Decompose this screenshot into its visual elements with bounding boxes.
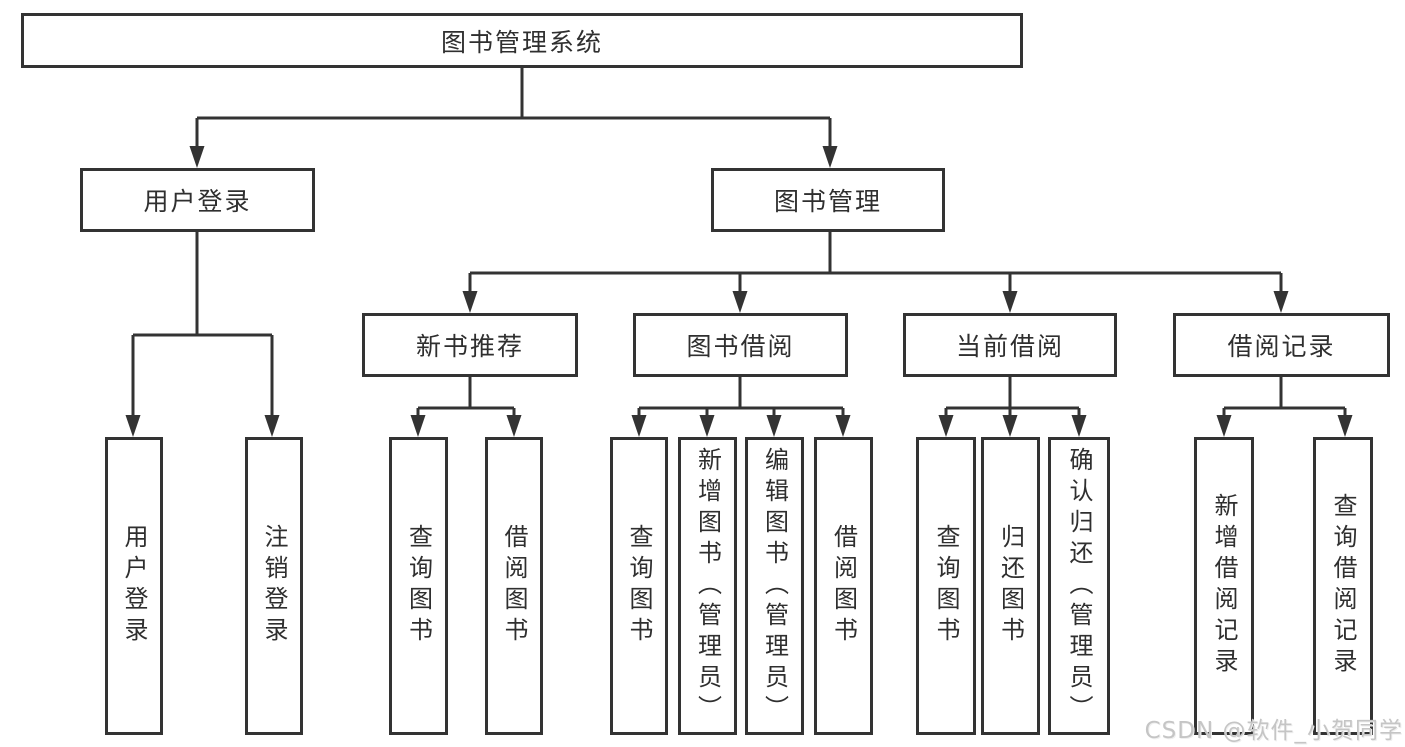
leaf-label: 用户登录 — [120, 524, 148, 648]
arrow-icon — [410, 415, 426, 437]
arrow-icon — [1002, 291, 1018, 313]
leaf-user-login: 用户登录 — [105, 437, 163, 735]
leaf-add-book-admin: 新增图书（管理员） — [678, 437, 737, 735]
leaf-add-borrow-record: 新增借阅记录 — [1194, 437, 1254, 735]
arrow-icon — [732, 291, 748, 313]
arrow-icon — [766, 415, 782, 437]
arrow-icon — [822, 146, 838, 168]
csdn-watermark: CSDN @软件_小贺同学 — [1144, 718, 1403, 744]
node-new-book-recommend: 新书推荐 — [362, 313, 578, 377]
leaf-label: 查询借阅记录 — [1329, 493, 1357, 679]
leaf-label: 查询图书 — [404, 524, 433, 648]
arrow-icon — [938, 415, 954, 437]
arrow-icon — [835, 415, 851, 437]
leaf-label: 新增借阅记录 — [1210, 493, 1238, 679]
arrow-icon — [699, 415, 715, 437]
node-borrow-record: 借阅记录 — [1173, 313, 1390, 377]
leaf-label: 借阅图书 — [500, 524, 528, 648]
leaf-label: 新增图书（管理员） — [693, 446, 722, 726]
arrow-icon — [1273, 291, 1289, 313]
leaf-label: 编辑图书（管理员） — [760, 446, 789, 726]
arrow-icon — [462, 291, 478, 313]
leaf-borrow-book-recommend: 借阅图书 — [485, 437, 543, 735]
leaf-borrow-book: 借阅图书 — [814, 437, 873, 735]
leaf-query-book-recommend: 查询图书 — [389, 437, 448, 735]
leaf-label: 确认归还（管理员） — [1065, 446, 1093, 726]
arrow-icon — [1002, 415, 1018, 437]
arrow-icon — [125, 415, 141, 437]
leaf-query-borrow-record: 查询借阅记录 — [1313, 437, 1373, 735]
leaf-label: 注销登录 — [260, 524, 288, 648]
leaf-query-book-borrow: 查询图书 — [610, 437, 668, 735]
node-root-library-system: 图书管理系统 — [21, 13, 1023, 68]
leaf-label: 查询图书 — [625, 524, 653, 648]
node-book-management: 图书管理 — [711, 168, 945, 232]
arrow-icon — [506, 415, 522, 437]
leaf-label: 查询图书 — [932, 524, 960, 648]
leaf-query-book-current: 查询图书 — [916, 437, 976, 735]
node-current-borrow: 当前借阅 — [903, 313, 1117, 377]
leaf-label: 归还图书 — [996, 524, 1025, 648]
node-user-login: 用户登录 — [80, 168, 315, 232]
arrow-icon — [1337, 415, 1353, 437]
leaf-label: 借阅图书 — [829, 524, 858, 648]
leaf-edit-book-admin: 编辑图书（管理员） — [745, 437, 804, 735]
arrow-icon — [189, 146, 205, 168]
leaf-logout: 注销登录 — [245, 437, 303, 735]
node-book-borrow: 图书借阅 — [633, 313, 848, 377]
leaf-confirm-return-admin: 确认归还（管理员） — [1048, 437, 1110, 735]
leaf-return-book: 归还图书 — [981, 437, 1040, 735]
arrow-icon — [264, 415, 280, 437]
arrow-icon — [1071, 415, 1087, 437]
arrow-icon — [1216, 415, 1232, 437]
arrow-icon — [631, 415, 647, 437]
